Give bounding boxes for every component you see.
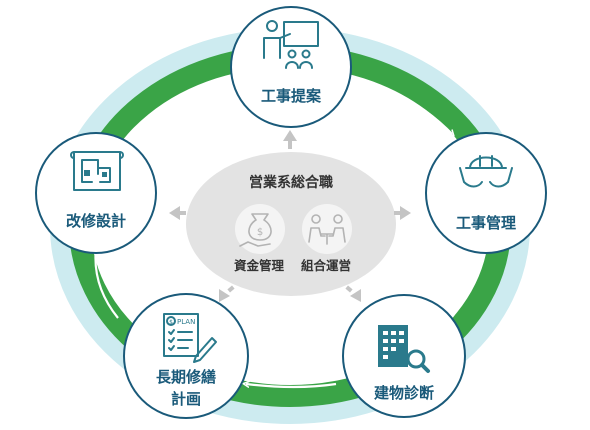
node-management: 工事管理 xyxy=(425,132,547,254)
center-item-label-union: 組合運営 xyxy=(301,258,351,273)
center-arrow-left xyxy=(169,206,180,220)
arrow-design-to-proposal xyxy=(121,78,232,143)
center-hub: 営業系総合職 $ 資金管理 組合運営 xyxy=(169,130,411,302)
center-arrow-lower-left xyxy=(219,289,230,302)
center-item-label-funds: 資金管理 xyxy=(234,258,285,273)
center-title: 営業系総合職 xyxy=(249,174,333,191)
meeting-icon xyxy=(302,204,352,254)
center-arrow-right xyxy=(400,206,411,220)
svg-text:$: $ xyxy=(169,319,173,326)
node-planning-label-line1: 長期修繕 xyxy=(156,368,216,386)
node-design-label: 改修設計 xyxy=(66,212,126,230)
center-arrow-lower-right xyxy=(350,289,361,302)
plan-tag: PLAN xyxy=(177,318,195,326)
node-design: 改修設計 xyxy=(35,132,157,254)
presentation-icon xyxy=(263,20,319,69)
building-magnifier-icon xyxy=(378,325,430,373)
money-bag-hand-icon: $ xyxy=(235,204,285,254)
center-ellipse xyxy=(186,152,396,296)
node-diagnosis-label: 建物診断 xyxy=(374,384,434,402)
arrow-proposal-to-management xyxy=(349,74,452,134)
center-arrow-up xyxy=(283,130,297,141)
svg-text:$: $ xyxy=(257,227,263,238)
node-planning-label-line2: 計画 xyxy=(171,390,201,408)
hardhat-hands-icon xyxy=(459,155,513,188)
arrow-diagnosis-to-planning xyxy=(246,384,337,389)
node-management-label: 工事管理 xyxy=(456,214,516,232)
arrow-planning-to-design xyxy=(95,248,119,319)
blueprint-icon xyxy=(70,151,124,191)
plan-checklist-icon: $ PLAN xyxy=(163,313,217,363)
node-proposal: 工事提案 xyxy=(230,6,352,128)
node-diagnosis: 建物診断 xyxy=(342,294,466,418)
center-arrows xyxy=(169,130,411,302)
node-proposal-label: 工事提案 xyxy=(261,87,322,105)
node-planning: $ PLAN 長期修繕 計画 xyxy=(123,293,249,419)
